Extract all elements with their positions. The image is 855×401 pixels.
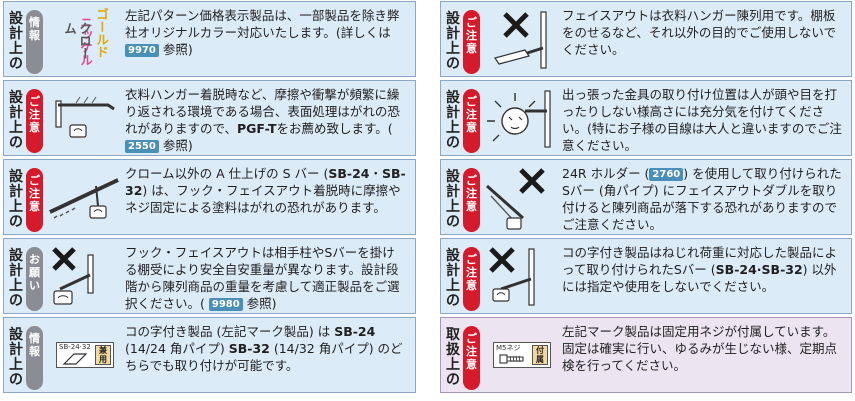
notice-text: 出っ張った金具の取り付け位置は人が頭や目を打ったりしない様高さには充分気を付けて… xyxy=(562,87,842,153)
prohibited-x-icon xyxy=(489,247,515,273)
notice-card: 設計上の ご注意 24R ホルダー (2760) を使用して取り付けられたSバー… xyxy=(440,159,852,235)
design-label: 設計上の xyxy=(446,90,460,151)
dual-use-badge: 兼用 xyxy=(95,345,111,365)
prohibited-x-icon xyxy=(52,247,76,271)
caution-badge: ご注意 xyxy=(463,168,480,232)
caution-badge: ご注意 xyxy=(463,247,480,311)
notice-card: 設計上の 情報 ゴールド ニッケル クローム 左記パターン価格表示製品は、一部製… xyxy=(3,1,416,77)
notice-text: コの字付き製品 (左記マーク製品) は SB-24 (14/24 角パイプ) S… xyxy=(125,324,403,373)
notice-card: 設計上の ご注意 クローム以外の A 仕上げの S バー (SB-24・SB-3… xyxy=(3,159,416,235)
info-badge: 情報 xyxy=(26,10,43,74)
notice-card: 設計上の ご注意 コの字付き製品はねじれ荷重に対応した製品によって取り付けられた… xyxy=(440,238,852,314)
design-label: 設計上の xyxy=(446,11,460,72)
design-label: 設計上の xyxy=(9,90,23,151)
twist-load-illustration xyxy=(489,247,535,306)
notice-text: 左記パターン価格表示製品は、一部製品を除き弊社オリジナルカラー対応いたします。(… xyxy=(125,8,400,57)
design-label: 設計上の xyxy=(446,248,460,309)
info-badge: 情報 xyxy=(26,326,43,390)
page-reference: 9970 xyxy=(125,44,159,57)
page-reference: 9980 xyxy=(208,298,243,311)
overload-illustration xyxy=(52,247,94,305)
shelf-misuse-illustration xyxy=(494,11,547,69)
holder-drop-illustration xyxy=(486,168,545,230)
included-badge: 付属 xyxy=(532,345,548,365)
caution-badge: ご注意 xyxy=(26,89,43,153)
caution-badge: ご注意 xyxy=(26,168,43,232)
notice-card: 設計上の ご注意 出っ張った金具の取り付け位置は人が頭や目を打ったりしない様高さ… xyxy=(440,80,852,156)
page-reference: 2550 xyxy=(125,140,159,153)
color-options: ゴールド ニッケル クローム xyxy=(50,8,110,70)
design-label: 設計上の xyxy=(9,327,23,388)
gold-color-label: ゴールド xyxy=(94,8,109,58)
request-badge: お願い xyxy=(26,247,43,311)
design-label: 設計上の xyxy=(9,169,23,230)
prohibited-x-icon xyxy=(519,168,545,194)
screw-icon xyxy=(499,354,524,364)
notice-text: コの字付き製品はねじれ荷重に対応した製品によって取り付けられたSバー (SB-2… xyxy=(562,245,838,294)
square-tube-icon xyxy=(62,353,88,365)
head-impact-illustration xyxy=(487,90,551,148)
notice-card: 設計上の お願い フック・フェイスアウトは相手柱やSバーを掛ける棚受により安全自… xyxy=(3,238,416,314)
design-label: 設計上の xyxy=(9,11,23,72)
caution-badge: ご注意 xyxy=(463,89,480,153)
handling-notice-card: 取扱上の ご注意 M5ネジ 付属 左記マーク製品は固定用ネジが付属しています。固… xyxy=(440,317,852,393)
dual-use-mark: SB-24·32 兼用 xyxy=(56,342,114,368)
nickel-color-label: ニッケル xyxy=(78,16,93,66)
chrome-color-label: クローム xyxy=(62,22,92,60)
hanger-bracket-illustration xyxy=(55,96,115,138)
screw-included-mark: M5ネジ 付属 xyxy=(493,342,551,368)
design-label: 設計上の xyxy=(9,248,23,309)
handling-label: 取扱上の xyxy=(446,327,460,388)
caution-badge: ご注意 xyxy=(463,10,480,74)
notice-text: 衣料ハンガー着脱時など、摩擦や衝撃が頻繁に繰り返される環境である場合、表面処理は… xyxy=(125,87,400,153)
notice-card: 設計上の ご注意 衣料ハンガー着脱時など、摩擦や衝撃が頻繁に繰り返される環境であ… xyxy=(3,80,416,156)
notice-text: 24R ホルダー (2760) を使用して取り付けられたSバー (角パイプ) に… xyxy=(562,166,842,232)
page-reference: 2760 xyxy=(649,168,684,181)
notice-text: フック・フェイスアウトは相手柱やSバーを掛ける棚受により安全自安重量が異なります… xyxy=(125,245,400,311)
bar-scratch-illustration xyxy=(49,178,119,219)
notice-text: クローム以外の A 仕上げの S バー (SB-24・SB-32) は、フック・… xyxy=(125,166,406,215)
notice-card: 設計上の ご注意 フェイスアウトは衣料ハンガー陳列用です。棚板をのせるなど、それ… xyxy=(440,1,852,77)
design-label: 設計上の xyxy=(446,169,460,230)
notice-text: フェイスアウトは衣料ハンガー陳列用です。棚板をのせるなど、それ以外の目的でご使用… xyxy=(562,8,837,57)
prohibited-x-icon xyxy=(503,12,529,38)
notice-text: 左記マーク製品は固定用ネジが付属しています。固定は確実に行い、ゆるみが生じない様… xyxy=(562,324,838,373)
notice-card: 設計上の 情報 SB-24·32 兼用 コの字付き製品 (左記マーク製品) は … xyxy=(3,317,416,393)
caution-badge: ご注意 xyxy=(463,326,480,390)
